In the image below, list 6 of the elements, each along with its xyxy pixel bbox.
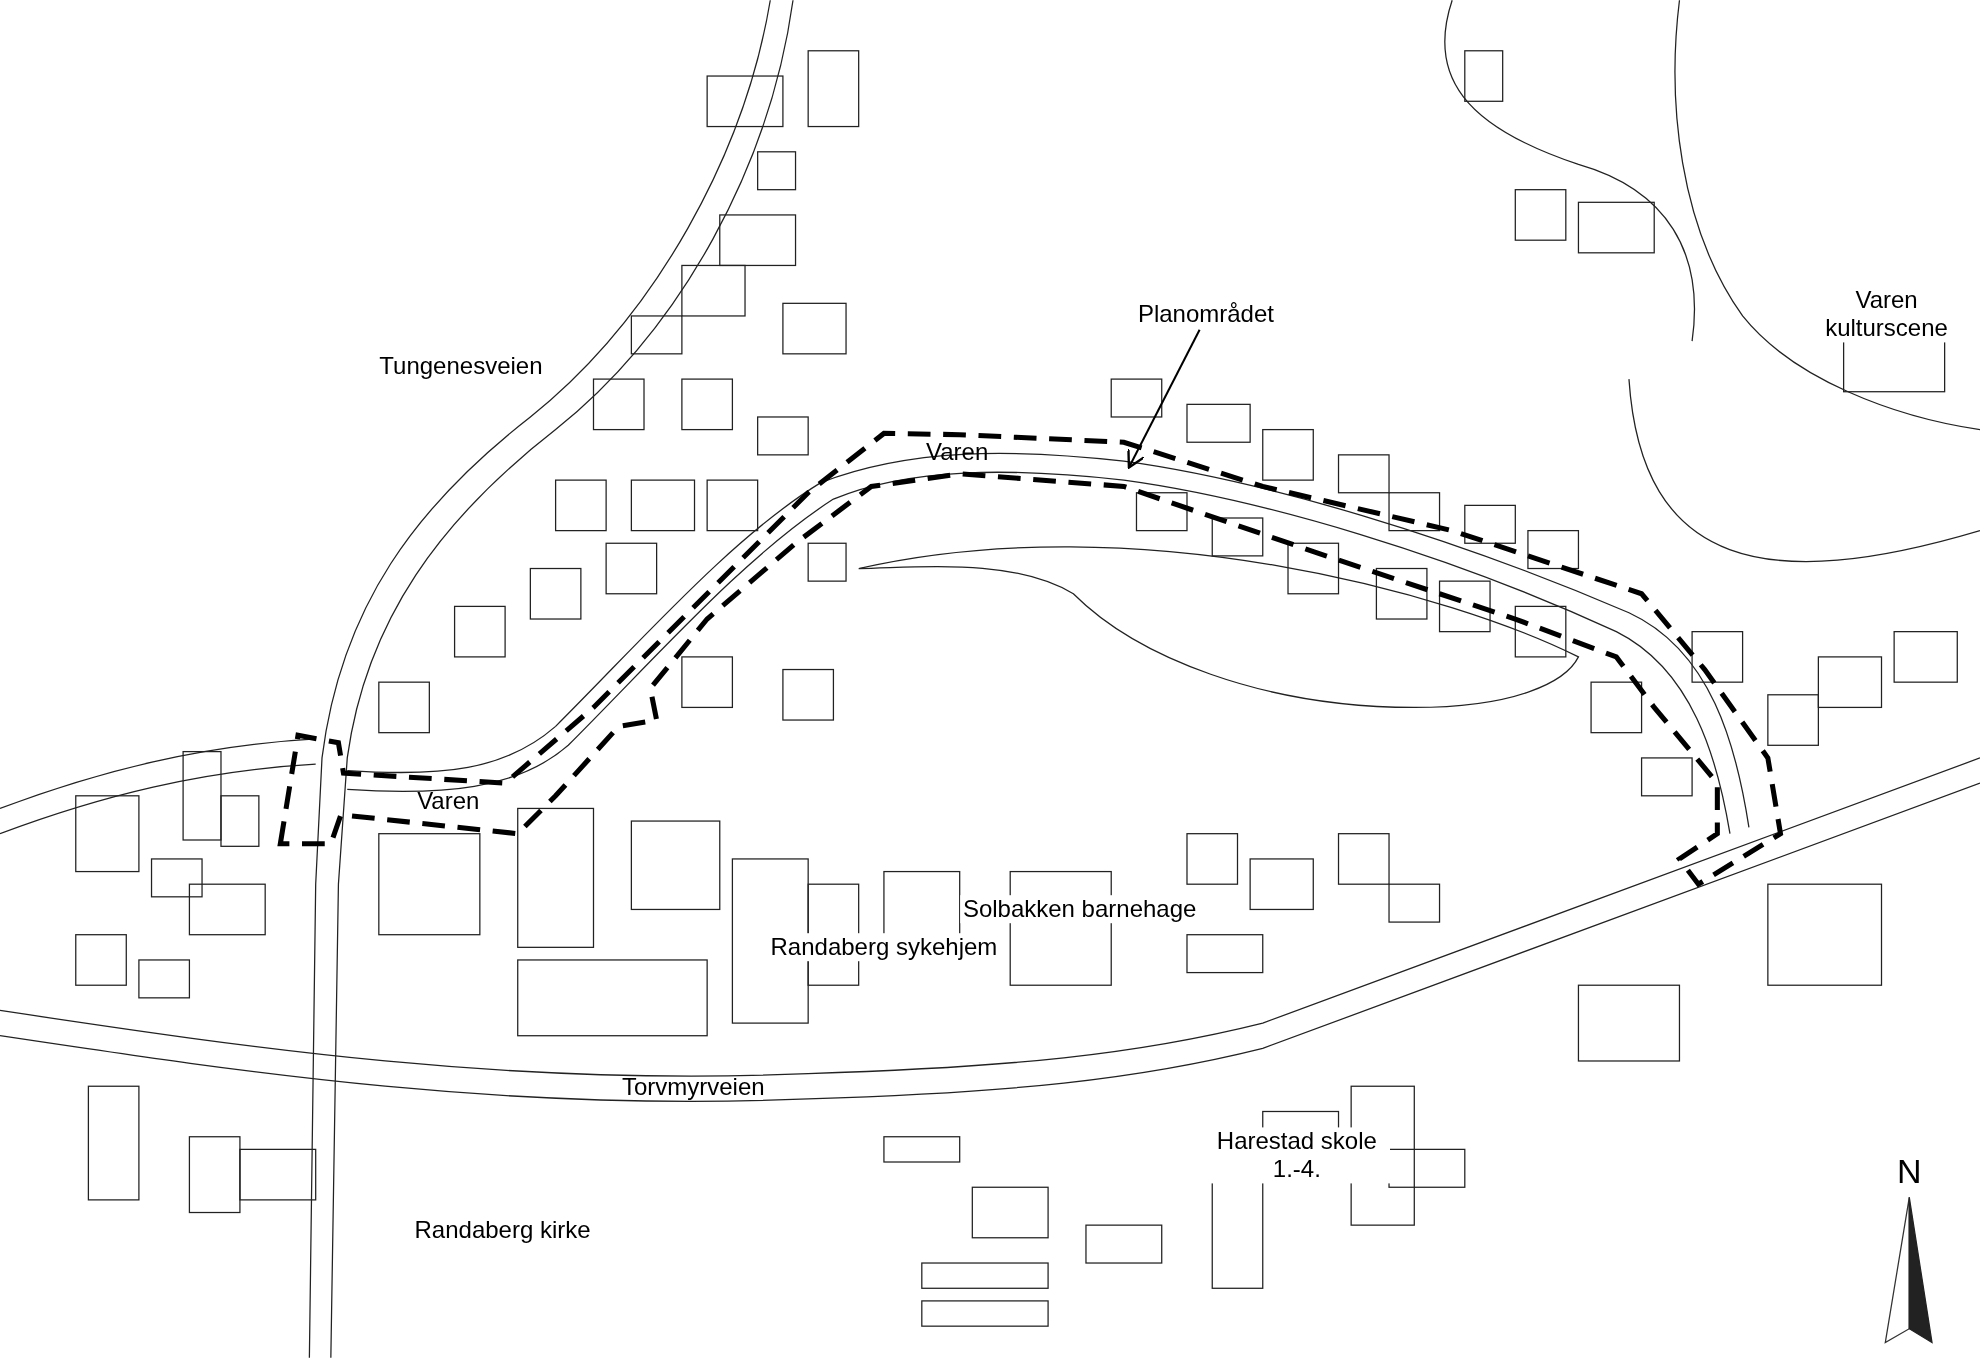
road-name: Varen [416,786,481,815]
road-name: Torvmyrveien [620,1073,766,1101]
north-label: N [1896,1152,1923,1192]
road-name: Tungenesveien [378,352,544,380]
plan-area-boundary [277,430,1784,888]
leader-arrow [1127,329,1201,469]
